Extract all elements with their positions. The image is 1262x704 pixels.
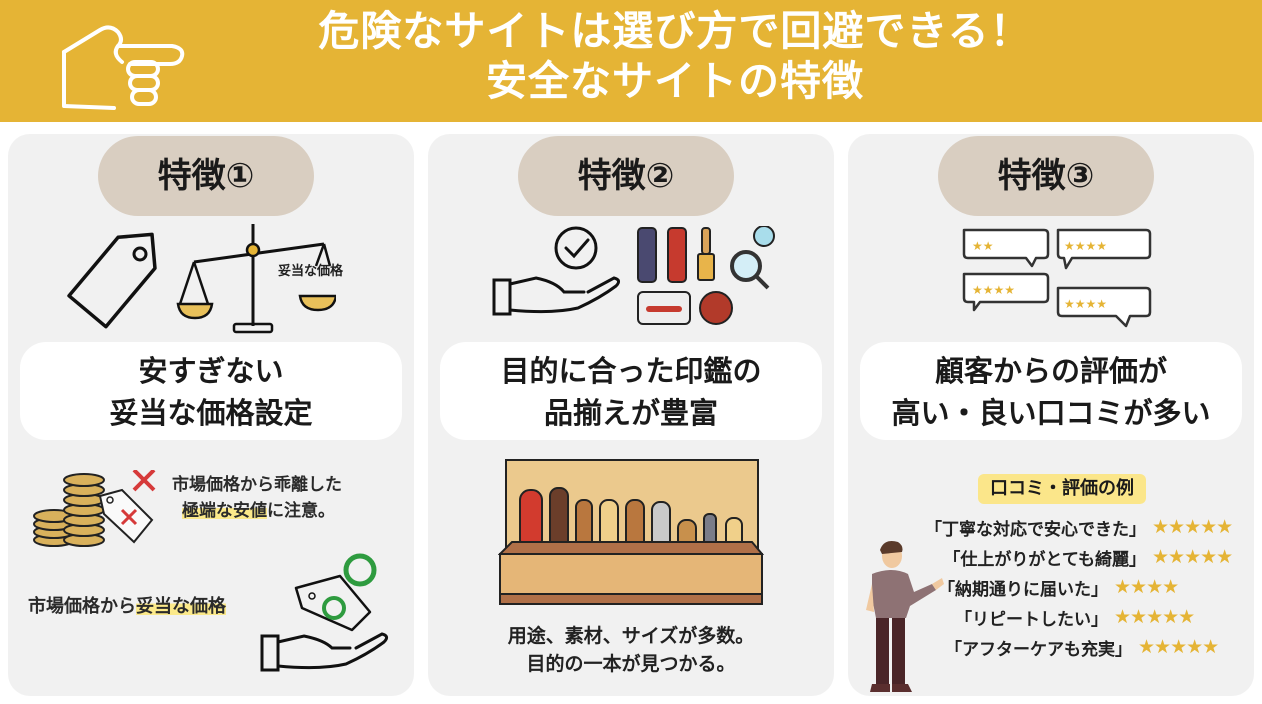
review-text: 「アフターケアも充実」 <box>945 639 1132 660</box>
header-banner: 危険なサイトは選び方で回避できる！ 安全なサイトの特徴 <box>0 0 1262 122</box>
magnifier-check-icon <box>753 226 775 247</box>
feature-2-description: 用途、素材、サイズが多数。 目的の一本が見つかる。 <box>428 622 834 678</box>
feature-3-illustration: ★★ ★★★★ ★★★★ ★★★★ <box>848 218 1254 338</box>
title-line-2: 安全なサイトの特徴 <box>486 57 864 105</box>
feature-2-illustration <box>428 218 834 338</box>
good-note: 市場価格から妥当な価格 <box>28 594 226 620</box>
review-item: 「納期通りに届いた」 ★★★★ <box>908 572 1254 602</box>
feature-badge: 特徴② <box>518 136 734 216</box>
star-rating: ★★★★★ <box>1152 546 1233 568</box>
good-highlight: 妥当な価格 <box>136 596 226 617</box>
feature-1-illustration: 妥当な価格 <box>8 218 414 338</box>
scale-label: 妥当な価格 <box>278 264 344 279</box>
feature-badge: 特徴③ <box>938 136 1154 216</box>
review-list: 「丁寧な対応で安心できた」 ★★★★★ 「仕上がりがとても綺麗」 ★★★★★ 「納期… <box>908 512 1254 662</box>
page-title: 危険なサイトは選び方で回避できる！ 安全なサイトの特徴 <box>200 6 1150 106</box>
feature-card-3: 特徴③ ★★ ★★★★ ★★★★ ★★★★ 顧客からの評価が 高い・良い口コミが… <box>848 134 1254 696</box>
hand-with-tag-icon <box>260 553 389 672</box>
headline-line-2: 品揃えが豊富 <box>543 396 718 430</box>
review-text: 「丁寧な対応で安心できた」 <box>925 519 1146 540</box>
hand-with-check-icon <box>492 226 621 316</box>
price-tag-icon <box>67 232 157 329</box>
description-line-2: 目的の一本が見つかる。 <box>526 653 736 675</box>
red-seal-impression-icon <box>699 291 733 325</box>
star-rating: ★★★★★ <box>1138 636 1219 658</box>
green-circle-icon <box>343 553 377 587</box>
pointing-hand-icon <box>62 25 185 110</box>
svg-text:★★★★: ★★★★ <box>972 283 1015 297</box>
feature-headline: 顧客からの評価が 高い・良い口コミが多い <box>860 342 1242 440</box>
star-rating: ★★★★★ <box>1152 516 1233 538</box>
review-text: 「リピートしたい」 <box>955 609 1108 630</box>
feature-badge: 特徴① <box>98 136 314 216</box>
review-bubbles-icon: ★★ ★★★★ ★★★★ ★★★★ <box>962 228 1152 328</box>
good-prefix: 市場価格から <box>28 596 136 617</box>
review-examples-title: 口コミ・評価の例 <box>978 474 1146 504</box>
pointing-person-icon <box>866 541 944 692</box>
star-rating: ★★★★ <box>1114 576 1179 598</box>
red-x-icon <box>132 470 156 492</box>
warning-line-1: 市場価格から乖離した <box>172 475 342 495</box>
feature-card-2: 特徴② 目的に合った印鑑の 品揃えが豊富 <box>428 134 834 696</box>
feature-card-1: 特徴① 妥当な価格 安すぎない 妥当な価格設定 市場価格 <box>8 134 414 696</box>
review-text: 「納期通りに届いた」 <box>938 579 1108 600</box>
headline-line-2: 高い・良い口コミが多い <box>891 396 1211 430</box>
headline-line-1: 目的に合った印鑑の <box>500 354 762 388</box>
svg-text:★★★★: ★★★★ <box>1064 239 1107 253</box>
headline-line-1: 安すぎない <box>138 354 284 388</box>
seal-display-stand-icon <box>498 459 764 605</box>
description-line-1: 用途、素材、サイズが多数。 <box>507 625 755 647</box>
seal-stamps-icon <box>637 226 775 325</box>
review-text: 「仕上がりがとても綺麗」 <box>943 549 1146 570</box>
svg-text:★★★★: ★★★★ <box>1064 297 1107 311</box>
balance-scale-icon <box>176 224 336 334</box>
feature-headline: 安すぎない 妥当な価格設定 <box>20 342 402 440</box>
warning-rest: に注意。 <box>267 501 335 521</box>
star-rating: ★★★★★ <box>1114 606 1195 628</box>
feature-headline: 目的に合った印鑑の 品揃えが豊富 <box>440 342 822 440</box>
review-item: 「仕上がりがとても綺麗」 ★★★★★ <box>908 542 1254 572</box>
title-line-1: 危険なサイトは選び方で回避できる！ <box>318 7 1032 55</box>
coins-icon <box>33 470 156 547</box>
warning-note: 市場価格から乖離した 極端な安値に注意。 <box>172 472 412 524</box>
headline-line-1: 顧客からの評価が <box>934 354 1167 388</box>
review-item: 「リピートしたい」 ★★★★★ <box>908 602 1254 632</box>
warning-highlight: 極端な安値 <box>182 501 267 521</box>
svg-text:★★: ★★ <box>972 239 994 253</box>
headline-line-2: 妥当な価格設定 <box>109 396 313 430</box>
review-item: 「アフターケアも充実」 ★★★★★ <box>908 632 1254 662</box>
review-item: 「丁寧な対応で安心できた」 ★★★★★ <box>908 512 1254 542</box>
